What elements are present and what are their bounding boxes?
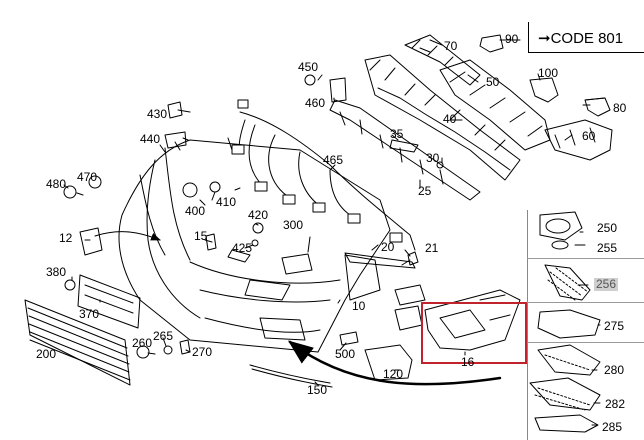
- part-label-370[interactable]: 370: [79, 307, 100, 321]
- code-box: [528, 22, 644, 53]
- part-label-90[interactable]: 90: [505, 32, 519, 46]
- part-label-460[interactable]: 460: [305, 96, 326, 110]
- part-label-380[interactable]: 380: [46, 265, 67, 279]
- part-label-16[interactable]: 16: [461, 355, 475, 369]
- part-label-450[interactable]: 450: [298, 60, 319, 74]
- sensor-ring-shape[interactable]: [88, 175, 102, 189]
- trim-strip-shape[interactable]: [249, 364, 331, 384]
- vent-shape[interactable]: [537, 344, 601, 376]
- part-label-440[interactable]: 440: [140, 132, 161, 146]
- small-bracket-shape[interactable]: [584, 97, 611, 117]
- part-label-255[interactable]: 255: [597, 241, 618, 255]
- molding-shape[interactable]: [344, 252, 416, 269]
- part-label-282[interactable]: 282: [605, 397, 626, 411]
- part-label-40[interactable]: 40: [443, 112, 457, 126]
- part-label-465[interactable]: 465: [323, 153, 344, 167]
- part-label-275[interactable]: 275: [604, 319, 625, 333]
- part-label-410[interactable]: 410: [216, 195, 237, 209]
- clip-shape[interactable]: [479, 34, 504, 53]
- part-label-430[interactable]: 430: [147, 107, 168, 121]
- part-label-470[interactable]: 470: [77, 170, 98, 184]
- support-rail-shape[interactable]: [404, 34, 481, 86]
- side-panel-divider: [527, 342, 644, 343]
- part-label-10[interactable]: 10: [352, 299, 366, 313]
- part-label-200[interactable]: 200: [36, 347, 57, 361]
- bumper-reinforcement-shape[interactable]: [364, 54, 521, 181]
- side-panel-divider: [527, 258, 644, 259]
- wiring-harness-shape[interactable]: [231, 99, 416, 251]
- part-label-400[interactable]: 400: [185, 204, 206, 218]
- part-label-270[interactable]: 270: [192, 345, 213, 359]
- cover-cap-shape[interactable]: [79, 227, 103, 256]
- part-label-35[interactable]: 35: [390, 127, 404, 141]
- grille-insert-shape[interactable]: [544, 264, 591, 301]
- side-panel-divider: [527, 302, 644, 303]
- part-label-30[interactable]: 30: [426, 151, 440, 165]
- part-label-260[interactable]: 260: [132, 336, 153, 350]
- part-label-250[interactable]: 250: [597, 221, 618, 235]
- energy-absorber-shape[interactable]: [329, 99, 481, 201]
- nut-shape[interactable]: [164, 131, 187, 149]
- part-label-70[interactable]: 70: [444, 39, 458, 53]
- part-label-100[interactable]: 100: [538, 66, 559, 80]
- sensor-shape[interactable]: [182, 182, 198, 198]
- sensor-bracket-shape[interactable]: [281, 253, 313, 275]
- code-label: ➞CODE 801: [538, 30, 624, 47]
- part-label-25[interactable]: 25: [418, 184, 432, 198]
- side-bracket-shape[interactable]: [424, 289, 521, 351]
- part-label-12[interactable]: 12: [59, 231, 73, 245]
- fog-bezel-shape[interactable]: [539, 211, 583, 241]
- part-label-15[interactable]: 15: [194, 229, 208, 243]
- part-label-21[interactable]: 21: [425, 241, 439, 255]
- part-label-420[interactable]: 420: [248, 208, 269, 222]
- bracket-shape[interactable]: [544, 119, 613, 161]
- edge-trim-shape[interactable]: [534, 414, 599, 433]
- license-plate-bracket-shape[interactable]: [77, 274, 141, 329]
- arrow-right: [288, 340, 502, 386]
- part-label-150[interactable]: 150: [307, 383, 328, 397]
- trim-shape[interactable]: [537, 309, 601, 339]
- part-label-480[interactable]: 480: [46, 177, 67, 191]
- part-label-50[interactable]: 50: [486, 75, 500, 89]
- part-label-425[interactable]: 425: [232, 241, 253, 255]
- highlight-box: [421, 302, 527, 364]
- crossmember-shape[interactable]: [439, 59, 551, 151]
- mount-bracket-shape[interactable]: [364, 344, 413, 381]
- part-label-300[interactable]: 300: [283, 218, 304, 232]
- part-label-20[interactable]: 20: [381, 240, 395, 254]
- part-label-60[interactable]: 60: [582, 129, 596, 143]
- part-label-120[interactable]: 120: [383, 367, 404, 381]
- holder-shape[interactable]: [529, 77, 559, 103]
- part-label-265[interactable]: 265: [153, 329, 174, 343]
- part-label-285[interactable]: 285: [602, 420, 623, 434]
- part-label-500[interactable]: 500: [335, 347, 356, 361]
- part-label-80[interactable]: 80: [613, 101, 627, 115]
- arrow-left: [94, 231, 161, 241]
- part-label-280[interactable]: 280: [604, 363, 625, 377]
- side-panel: [527, 210, 644, 440]
- lower-grille-shape[interactable]: [24, 299, 131, 386]
- spacer-shape[interactable]: [389, 139, 419, 153]
- part-label-256[interactable]: 256: [594, 277, 619, 291]
- screw-shape[interactable]: [167, 101, 183, 119]
